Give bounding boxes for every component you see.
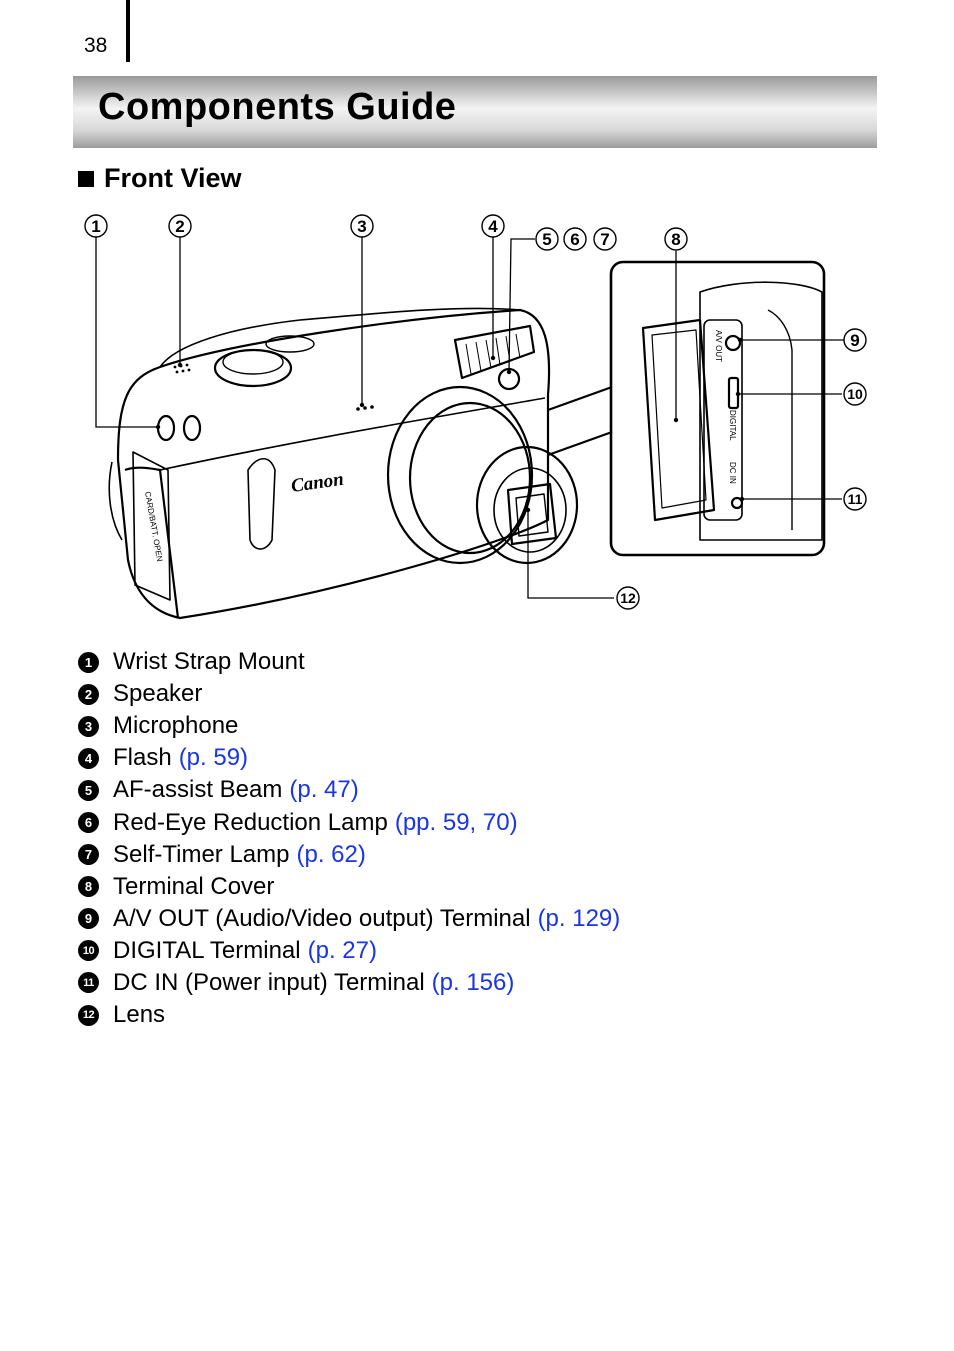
part-label: DC IN (Power input) Terminal xyxy=(113,968,425,996)
callout-12: 12 xyxy=(620,590,636,606)
camera-front-view-diagram: Canon CARD/BATT. OPEN A/V OUT DIGITAL DC… xyxy=(84,214,867,620)
number-badge-5: 5 xyxy=(78,779,99,801)
list-item: 5 AF-assist Beam (p. 47) xyxy=(78,774,620,806)
list-item: 3 Microphone xyxy=(78,710,620,742)
callout-9: 9 xyxy=(850,331,859,350)
part-label: Microphone xyxy=(113,712,239,740)
square-bullet-icon xyxy=(78,170,94,187)
title-bar: Components Guide xyxy=(73,76,877,148)
list-item: 4 Flash (p. 59) xyxy=(78,742,620,774)
dc-in-label: DC IN xyxy=(728,462,737,484)
digital-label: DIGITAL xyxy=(728,410,737,441)
number-badge-6: 6 xyxy=(78,812,99,834)
list-item: 1 Wrist Strap Mount xyxy=(78,646,620,678)
part-label: DIGITAL Terminal xyxy=(113,936,301,964)
callout-10: 10 xyxy=(847,386,863,402)
page-title: Components Guide xyxy=(98,86,457,128)
list-item: 8 Terminal Cover xyxy=(78,871,620,903)
parts-list: 1 Wrist Strap Mount 2 Speaker 3 Micropho… xyxy=(78,646,620,1031)
av-out-label: A/V OUT xyxy=(714,330,723,362)
page-reference-link[interactable]: (p. 47) xyxy=(289,776,359,804)
list-item: 12 Lens xyxy=(78,999,620,1031)
callout-4: 4 xyxy=(488,217,498,236)
page-reference-link[interactable]: (p. 27) xyxy=(307,936,377,964)
number-badge-9: 9 xyxy=(78,908,99,930)
number-badge-2: 2 xyxy=(78,683,99,705)
page-reference-link[interactable]: (p. 59) xyxy=(178,744,249,772)
number-badge-8: 8 xyxy=(78,876,99,898)
section-heading-text: Front View xyxy=(104,163,242,193)
part-label: Speaker xyxy=(113,680,203,708)
number-badge-1: 1 xyxy=(78,651,99,673)
page-number: 38 xyxy=(84,34,108,57)
callout-1: 1 xyxy=(91,217,100,236)
part-label: Red-Eye Reduction Lamp xyxy=(113,808,388,836)
callout-3: 3 xyxy=(357,217,366,236)
number-badge-10: 10 xyxy=(78,940,99,962)
number-badge-12: 12 xyxy=(78,1004,99,1026)
callout-5: 5 xyxy=(542,230,551,249)
list-item: 6 Red-Eye Reduction Lamp (pp. 59, 70) xyxy=(78,806,620,838)
part-label: Flash xyxy=(113,744,172,772)
page-edge-marker xyxy=(126,0,130,62)
brand-logo: Canon xyxy=(290,469,345,497)
list-item: 10 DIGITAL Terminal (p. 27) xyxy=(78,935,620,967)
list-item: 9 A/V OUT (Audio/Video output) Terminal … xyxy=(78,903,620,935)
list-item: 11 DC IN (Power input) Terminal (p. 156) xyxy=(78,967,620,999)
number-badge-3: 3 xyxy=(78,715,99,737)
page-reference-link[interactable]: (p. 156) xyxy=(431,968,515,996)
callout-2: 2 xyxy=(175,217,184,236)
callout-8: 8 xyxy=(671,230,680,249)
page-reference-link[interactable]: (p. 129) xyxy=(537,904,621,932)
page-reference-link[interactable]: (pp. 59, 70) xyxy=(394,808,518,836)
callout-7: 7 xyxy=(600,230,609,249)
part-label: Lens xyxy=(113,1001,166,1029)
part-label: Self-Timer Lamp xyxy=(113,840,290,868)
number-badge-4: 4 xyxy=(78,747,99,769)
number-badge-11: 11 xyxy=(78,972,99,994)
callout-11: 11 xyxy=(848,491,863,507)
list-item: 7 Self-Timer Lamp (p. 62) xyxy=(78,839,620,871)
list-item: 2 Speaker xyxy=(78,678,620,710)
part-label: Terminal Cover xyxy=(113,872,275,900)
number-badge-7: 7 xyxy=(78,844,99,866)
part-label: Wrist Strap Mount xyxy=(113,648,305,676)
card-door-label: CARD/BATT. OPEN xyxy=(143,491,164,563)
part-label: AF-assist Beam xyxy=(113,776,283,804)
section-heading: Front View xyxy=(78,163,242,194)
part-label: A/V OUT (Audio/Video output) Terminal xyxy=(113,904,531,932)
page-reference-link[interactable]: (p. 62) xyxy=(296,840,366,868)
callout-6: 6 xyxy=(570,230,579,249)
